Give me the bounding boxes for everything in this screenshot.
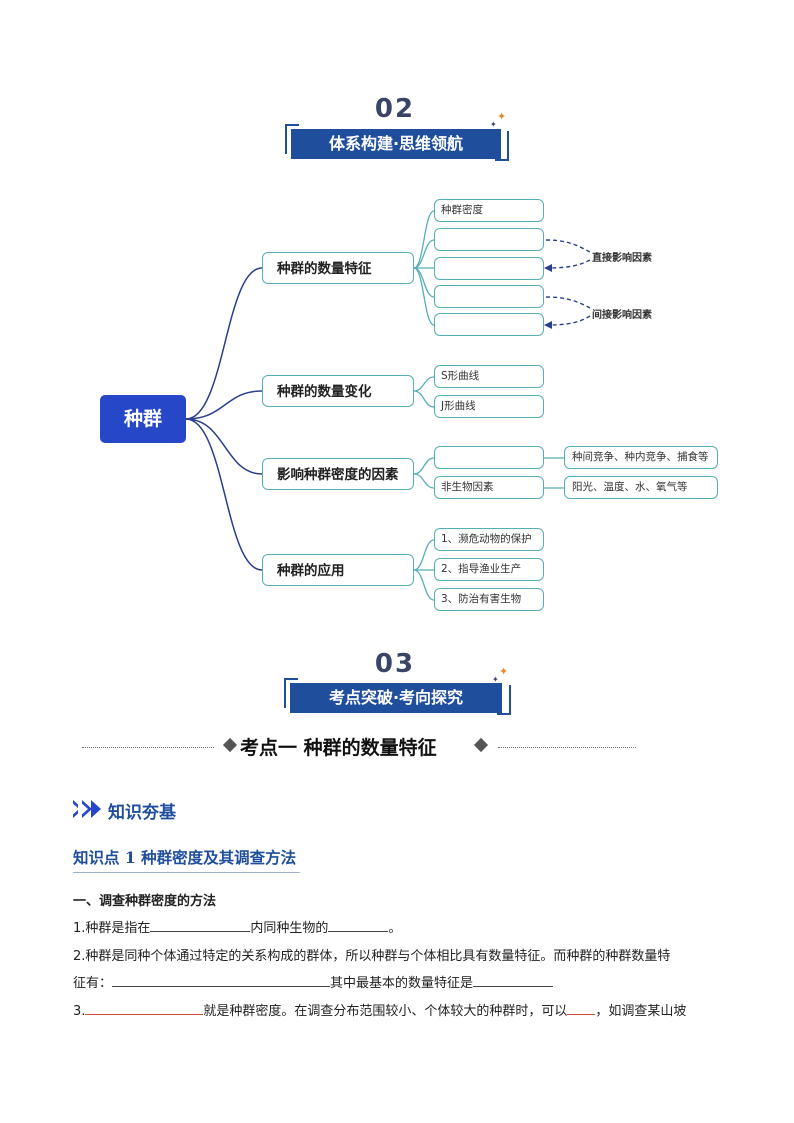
fill-blank[interactable] (112, 973, 331, 987)
fill-blank[interactable] (473, 973, 554, 987)
diamond-icon (222, 737, 238, 753)
leaf-app-1: 1、濒危动物的保护 (434, 528, 544, 551)
mindmap-connectors (185, 210, 591, 601)
sparkle-small-icon: ✦ (490, 120, 497, 129)
sparkle-icon: ✦ (497, 110, 507, 123)
chevron-icon (91, 800, 101, 818)
dotted-rule-left (82, 747, 214, 748)
diamond-icon (473, 737, 489, 753)
paragraph-2: 2.种群是同种个体通过特定的关系构成的群体，所以种群与个体相比具有数量特征。而种… (73, 949, 671, 964)
section-number: 02 (374, 94, 416, 124)
branch-quantity-features: 种群的数量特征 (262, 252, 414, 284)
sparkle-small-icon: ✦ (492, 675, 499, 684)
leaf-s-curve: S形曲线 (434, 365, 544, 388)
exam-point-title: 考点一 种群的数量特征 (240, 737, 437, 759)
banner-bracket-right (497, 685, 511, 715)
direct-factor-label: 直接影响因素 (592, 253, 652, 264)
fill-blank[interactable] (328, 918, 389, 932)
indirect-factor-label: 间接影响因素 (592, 310, 652, 321)
leaf-blank-2 (434, 257, 544, 280)
leaf-biotic-detail: 种间竞争、种内竞争、捕食等 (564, 446, 718, 469)
leaf-blank-4 (434, 313, 544, 336)
branch-application: 种群的应用 (262, 554, 414, 586)
leaf-population-density: 种群密度 (434, 199, 544, 222)
banner-bracket-right (495, 131, 509, 161)
knowledge-point-title: 知识点 1 种群密度及其调查方法 (73, 848, 297, 867)
subheading: 一、调查种群密度的方法 (73, 894, 217, 909)
fill-blank[interactable] (567, 1001, 596, 1015)
knowledge-point-underline (73, 872, 300, 873)
section-banner: 考点突破·考向探究 (290, 683, 502, 713)
leaf-app-3: 3、防治有害生物 (434, 588, 544, 611)
fill-blank[interactable] (85, 1001, 204, 1015)
mindmap-root: 种群 (100, 395, 186, 443)
knowledge-heading: 知识夯基 (108, 803, 176, 823)
leaf-abiotic-detail: 阳光、温度、水、氧气等 (564, 476, 718, 499)
section-banner: 体系构建·思维领航 (291, 129, 501, 159)
banner-bracket-left (285, 124, 299, 154)
leaf-biotic-blank (434, 446, 544, 469)
dotted-rule-right (498, 747, 636, 748)
leaf-j-curve: J形曲线 (434, 395, 544, 418)
fill-blank[interactable] (150, 918, 251, 932)
paragraph-4: 3.就是种群密度。在调查分布范围较小、个体较大的种群时，可以，如调查某山坡 (73, 1000, 686, 1019)
paragraph-3: 征有：其中最基本的数量特征是 (73, 972, 554, 991)
section-number: 03 (374, 649, 416, 679)
leaf-blank-3 (434, 285, 544, 308)
branch-quantity-change: 种群的数量变化 (262, 375, 414, 407)
leaf-app-2: 2、指导渔业生产 (434, 558, 544, 581)
leaf-blank-1 (434, 228, 544, 251)
paragraph-1: 1.种群是指在内同种生物的。 (73, 917, 401, 936)
branch-density-factors: 影响种群密度的因素 (262, 458, 414, 490)
leaf-abiotic: 非生物因素 (434, 476, 544, 499)
sparkle-icon: ✦ (499, 665, 509, 678)
banner-bracket-left (284, 678, 298, 708)
